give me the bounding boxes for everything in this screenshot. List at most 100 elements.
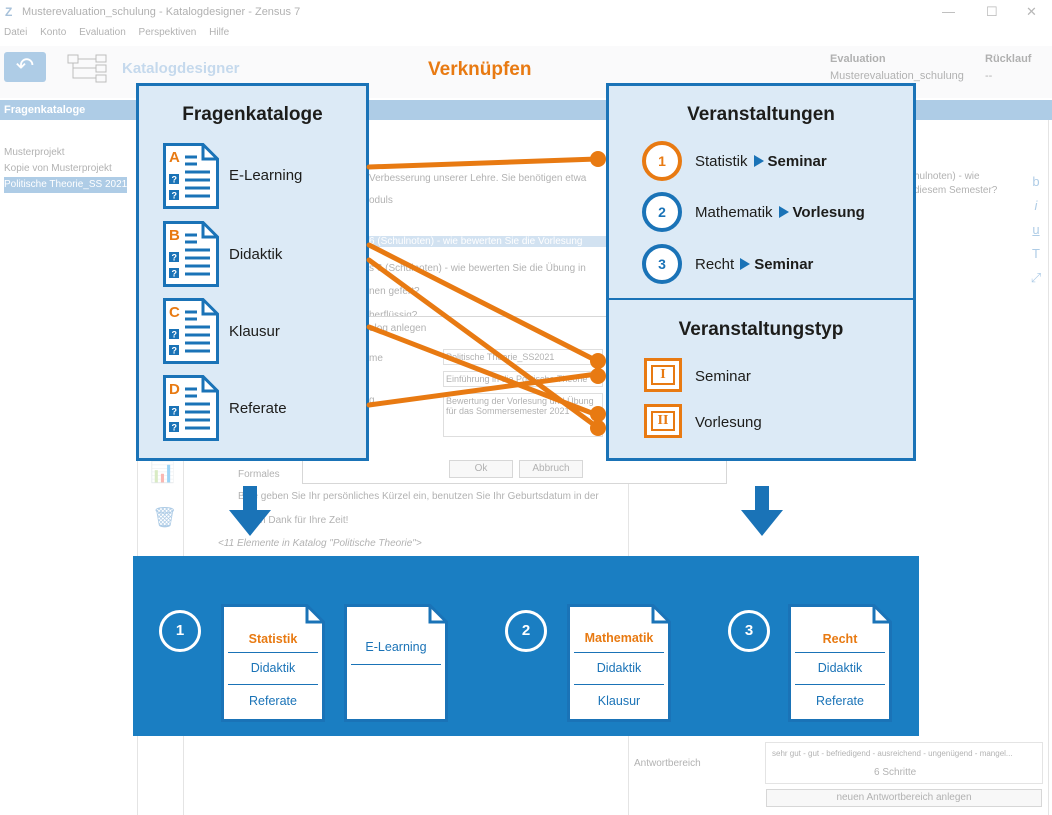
divider: [137, 120, 138, 815]
course-recht: Recht Seminar: [695, 256, 813, 273]
catalog-letter: B: [169, 227, 180, 244]
katalogdesigner-title: Katalogdesigner: [122, 60, 240, 77]
document-icon: ? ?: [163, 143, 219, 209]
course-statistik: Statistik Seminar: [695, 153, 827, 170]
catalog-label-didaktik: Didaktik: [229, 246, 283, 263]
catalog-doc-c: ? ? C: [163, 298, 219, 364]
card-divider: [351, 664, 441, 665]
course-name: Recht: [695, 256, 735, 273]
question-text-selected[interactable]: 6 (Schulnoten) - wie bewerten Sie die Vo…: [369, 236, 609, 247]
card-head: Mathematik: [584, 631, 654, 645]
svg-text:?: ?: [172, 269, 178, 279]
type-numeral: I: [651, 365, 675, 385]
dialog-label: g: [369, 395, 375, 406]
card-divider: [795, 652, 885, 653]
catalog-doc-d: ? ? D: [163, 375, 219, 441]
dialog-label: me: [369, 353, 383, 364]
course-type: Seminar: [754, 256, 814, 273]
catalog-item[interactable]: Kopie von Musterprojekt: [4, 163, 112, 174]
question-text: berflüssig?: [369, 310, 417, 321]
catalog-letter: C: [169, 304, 180, 321]
menu-hilfe[interactable]: Hilfe: [209, 27, 230, 38]
course-type: Vorlesung: [792, 204, 865, 221]
card-row: Didaktik: [596, 661, 642, 675]
underline-icon[interactable]: u: [1032, 222, 1040, 237]
catalog-item[interactable]: Musterprojekt: [4, 147, 65, 158]
question-text: oduls: [369, 195, 393, 206]
italic-icon[interactable]: i: [1034, 198, 1038, 213]
verknuepfen-heading: Verknüpfen: [428, 59, 532, 80]
scale-select[interactable]: sehr gut - gut - befriedigend - ausreich…: [765, 742, 1043, 784]
document-icon: ? ?: [163, 375, 219, 441]
card-row: Didaktik: [250, 661, 296, 675]
card-head: Statistik: [248, 632, 298, 646]
expand-icon[interactable]: ⤢: [1030, 270, 1042, 285]
catalog-item-selected[interactable]: Politische Theorie_SS 2021: [4, 177, 128, 193]
ruecklauf-header: Rücklauf --: [985, 53, 1031, 82]
catalog-letter: D: [169, 381, 180, 398]
card-shape: [344, 604, 448, 722]
card-shape: [221, 604, 325, 722]
abbruch-button[interactable]: Abbruch: [519, 460, 583, 478]
card-row: Referate: [816, 694, 864, 708]
description-field[interactable]: Bewertung der Vorlesung und Übung für da…: [443, 393, 603, 437]
element-count: <11 Elemente in Katalog "Politische Theo…: [218, 538, 422, 549]
catalog-letter: A: [169, 149, 180, 166]
new-answer-area-button[interactable]: neuen Antwortbereich anlegen: [766, 789, 1042, 807]
hierarchy-icon: [67, 54, 107, 83]
result-band: 1 Statistik Didaktik Referate E-Learning…: [133, 556, 919, 736]
ok-button[interactable]: Ok: [449, 460, 513, 478]
window-title: Musterevaluation_schulung - Katalogdesig…: [22, 6, 301, 18]
title-bar: Z Musterevaluation_schulung - Katalogdes…: [0, 0, 1052, 26]
question-text: nen gefert?: [369, 286, 420, 297]
question-text: Formales: [238, 469, 280, 480]
maximize-button[interactable]: ☐: [986, 4, 998, 19]
text-color-icon[interactable]: T: [1032, 246, 1040, 261]
link-referate-seminar: [366, 371, 600, 408]
catalog-list: Musterprojekt Kopie von Musterprojekt Po…: [4, 145, 128, 193]
card-divider: [574, 652, 664, 653]
ruecklauf-value: --: [985, 70, 993, 82]
menu-datei[interactable]: Datei: [4, 27, 28, 38]
card-shape: [788, 604, 892, 722]
back-button[interactable]: ↶: [4, 52, 46, 82]
card-head: Recht: [822, 632, 858, 646]
fragenkataloge-title: Fragenkataloge: [182, 104, 323, 125]
minimize-button[interactable]: —: [942, 4, 955, 19]
fragenkataloge-panel: Fragenkataloge ? ? A E-Learning ? ? B Di…: [136, 83, 369, 461]
stats-icon[interactable]: 📊: [150, 462, 175, 484]
trash-icon[interactable]: 🗑: [152, 507, 178, 529]
result-number-2: 2: [505, 610, 547, 652]
menu-perspektiven[interactable]: Perspektiven: [138, 27, 197, 38]
link-dot: [590, 368, 606, 384]
menu-bar: Datei Konto Evaluation Perspektiven Hilf…: [0, 27, 235, 45]
type-label-seminar: Seminar: [695, 368, 751, 385]
svg-text:?: ?: [172, 346, 178, 356]
card-divider: [228, 652, 318, 653]
antwortbereich-label: Antwortbereich: [634, 758, 701, 769]
close-button[interactable]: ✕: [1026, 4, 1037, 19]
type-numeral: II: [651, 411, 675, 431]
play-arrow-icon: [778, 206, 789, 218]
menu-evaluation[interactable]: Evaluation: [79, 27, 126, 38]
result-card-recht: Recht Didaktik Referate: [788, 604, 892, 722]
sidebar-title: Fragenkataloge: [4, 104, 86, 116]
course-type: Seminar: [767, 153, 827, 170]
ruecklauf-label: Rücklauf: [985, 53, 1032, 65]
result-card-statistik: Statistik Didaktik Referate: [221, 604, 325, 722]
svg-text:?: ?: [172, 191, 178, 201]
result-number-3: 3: [728, 610, 770, 652]
menu-konto[interactable]: Konto: [40, 27, 67, 38]
divider: [1048, 120, 1049, 815]
course-name: Statistik: [695, 153, 748, 170]
play-arrow-icon: [740, 258, 751, 270]
app-logo-icon: Z: [5, 5, 13, 19]
bold-icon[interactable]: b: [1032, 174, 1040, 189]
panel-divider: [609, 298, 913, 300]
result-card-mathematik: Mathematik Didaktik Klausur: [567, 604, 671, 722]
preview-text: hulnoten) - wie: [914, 171, 980, 182]
type-label-vorlesung: Vorlesung: [695, 414, 762, 431]
link-dot: [590, 151, 606, 167]
